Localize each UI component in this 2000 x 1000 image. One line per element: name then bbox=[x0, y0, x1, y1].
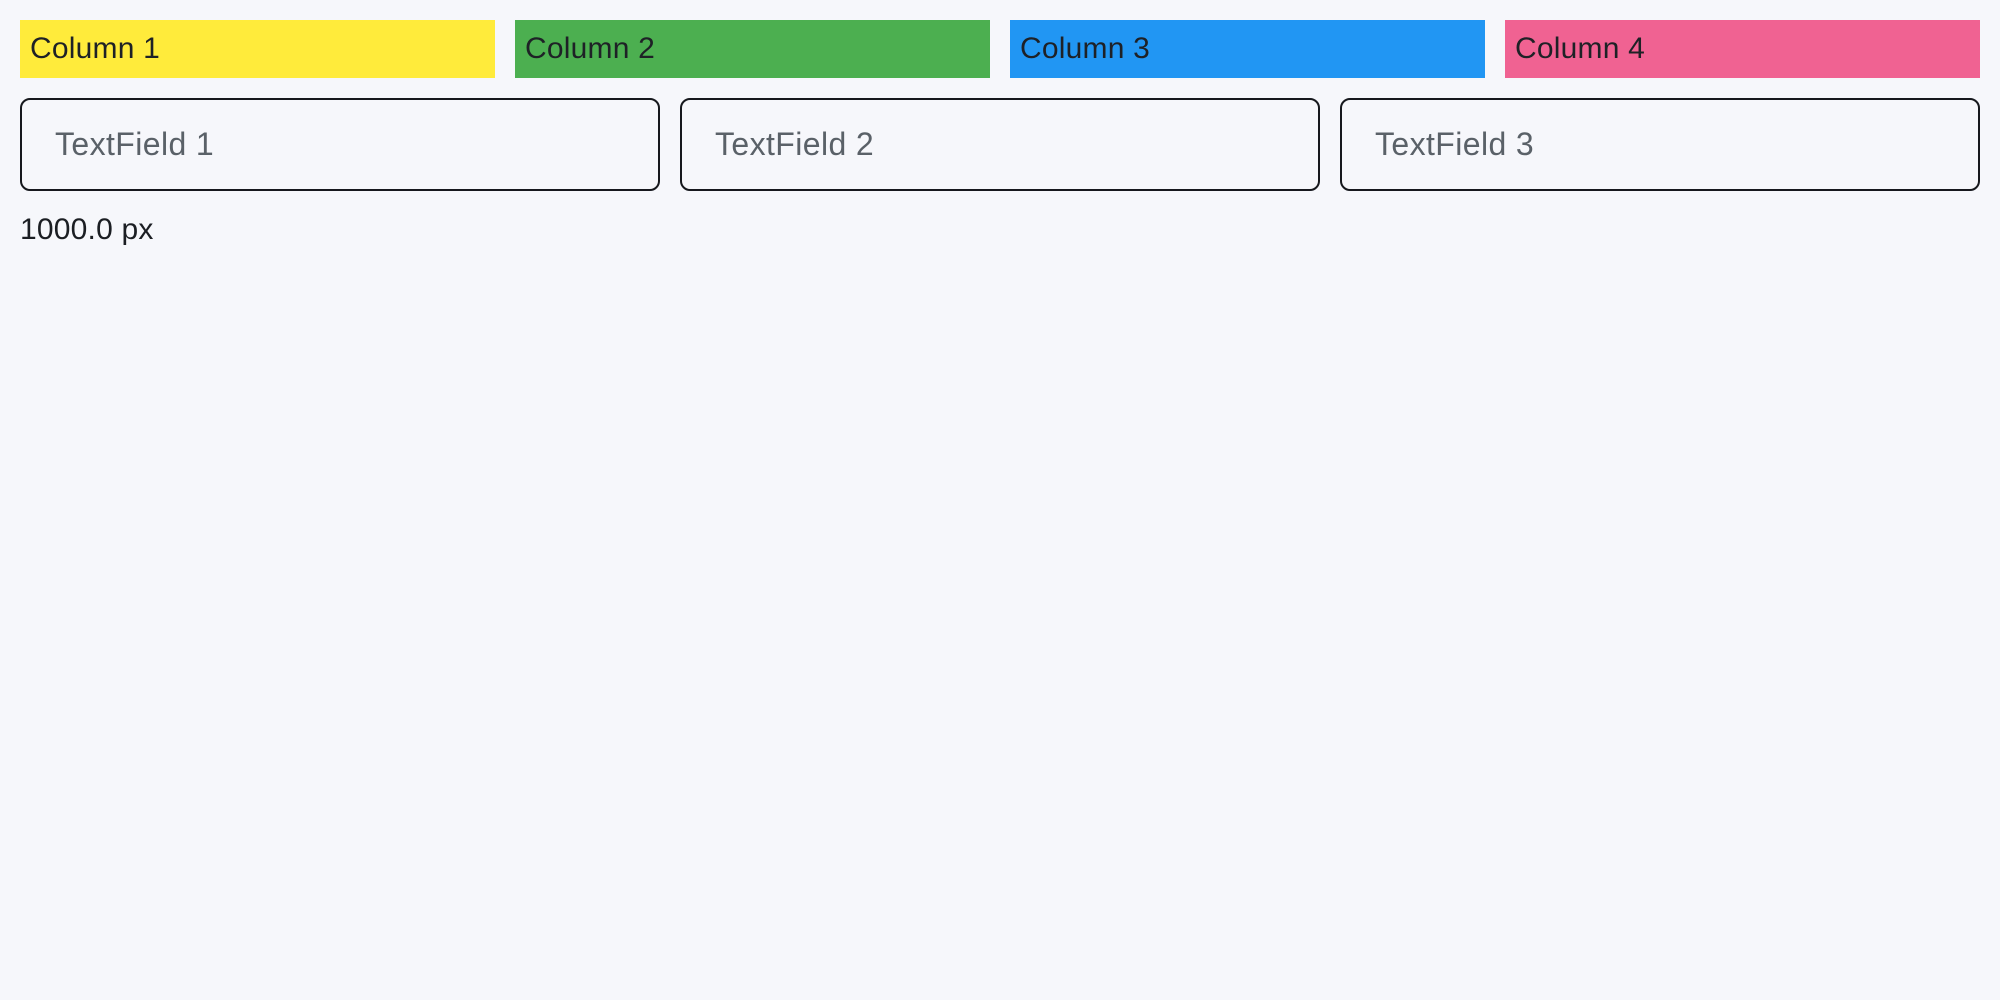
column-4: Column 4 bbox=[1505, 20, 1980, 78]
column-2-label: Column 2 bbox=[525, 32, 655, 65]
textfield-2[interactable] bbox=[680, 98, 1320, 191]
textfield-1[interactable] bbox=[20, 98, 660, 191]
column-3-label: Column 3 bbox=[1020, 32, 1150, 65]
textfield-3[interactable] bbox=[1340, 98, 1980, 191]
column-1-label: Column 1 bbox=[30, 32, 160, 65]
column-2: Column 2 bbox=[515, 20, 990, 78]
textfields-row bbox=[20, 98, 1980, 191]
column-4-label: Column 4 bbox=[1515, 32, 1645, 65]
column-3: Column 3 bbox=[1010, 20, 1485, 78]
column-1: Column 1 bbox=[20, 20, 495, 78]
width-readout: 1000.0 px bbox=[20, 213, 154, 246]
columns-row: Column 1 Column 2 Column 3 Column 4 bbox=[20, 20, 1980, 78]
